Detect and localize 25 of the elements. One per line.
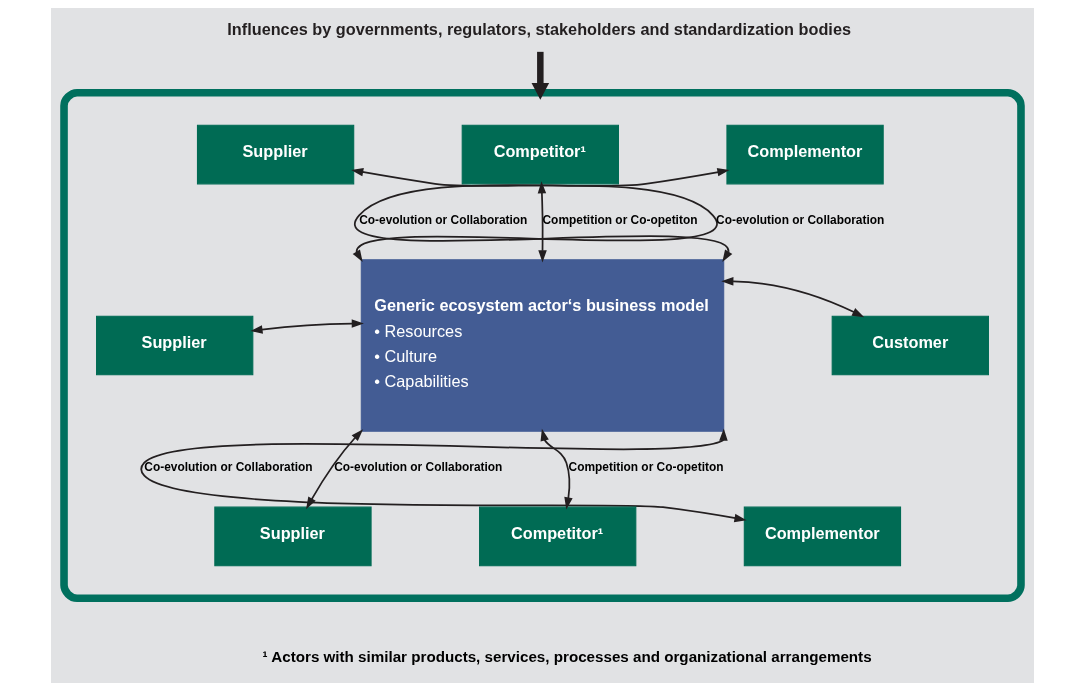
arrow [531,51,550,100]
edge-label: Co-evolution or Collaboration [334,460,503,475]
node-box: Supplier [214,506,372,567]
arrow [721,277,865,318]
edge-label: Competition or Co-opetiton [542,212,698,227]
label: ¹ Actors with similar products, services, processes and organizational arrangements [262,647,872,665]
cluster [60,88,1025,603]
edge-label: Competition or Co-opetiton [568,460,724,475]
arrow [250,319,364,334]
node-box: Supplier [196,124,355,185]
arrow [537,181,547,263]
node-text: Influences by governments, regulators, stakeholders and standardization bodies [227,19,851,38]
arrow [306,429,364,510]
node-box: Customer [831,315,989,376]
node-box: Competitor¹ [479,506,637,567]
node-box: Competitor¹ [461,124,619,185]
edge-label: Co-evolution or Collaboration [144,460,313,475]
node-box: Complementor [743,506,902,567]
node-box: Supplier [96,315,254,376]
edge-label: Co-evolution or Collaboration [716,212,885,227]
node-box: Generic ecosystem actor‘s business model • Resources • Culture • Capabilities [360,259,725,432]
edge-label: Co-evolution or Collaboration [359,212,528,227]
arrow [540,428,573,510]
node-box: Complementor [726,124,884,185]
arrow [140,428,747,523]
